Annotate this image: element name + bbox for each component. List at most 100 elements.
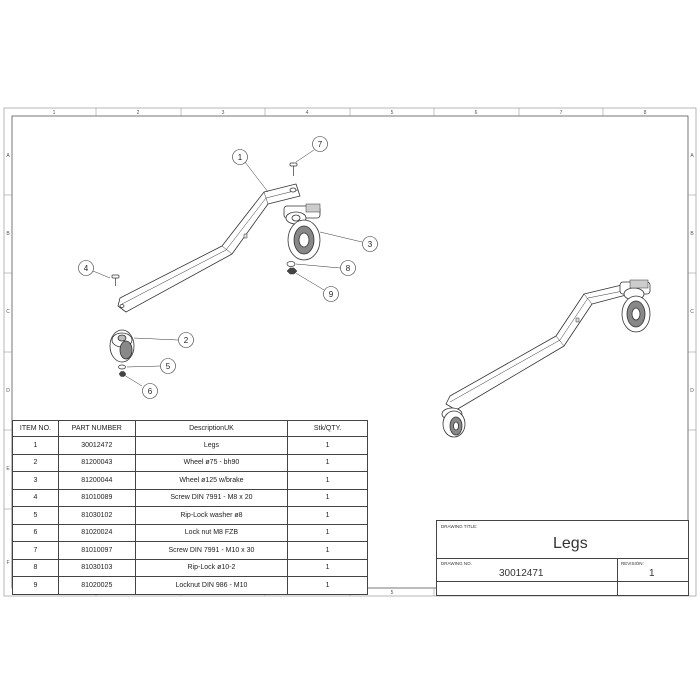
bom-cell: 30012472 [57, 436, 136, 455]
balloon-label: 3 [368, 240, 373, 249]
zone-col-label: 2 [137, 110, 140, 116]
drawing-number-label: DRAWING NO. [441, 561, 472, 566]
zone-col-label: 3 [222, 110, 225, 116]
zone-row-label: F [6, 560, 9, 566]
bom-cell: Screw DIN 7991 - M8 x 20 [134, 488, 289, 507]
zone-col-label: 1 [53, 110, 56, 116]
zone-row-label: C [690, 309, 694, 315]
leader-lines [92, 149, 363, 387]
bom-cell: 5 [12, 506, 59, 525]
bom-cell: Wheel ø125 w/brake [134, 471, 289, 490]
revision-value: 1 [649, 568, 655, 579]
washer-ripl-8 [118, 364, 126, 370]
revision-label: REVISION: [621, 561, 644, 566]
bom-cell: 81200044 [57, 471, 136, 490]
bom-cell: 1 [287, 506, 368, 525]
number-divider [437, 581, 688, 582]
zone-row-label: E [6, 466, 10, 472]
bom-cell: 1 [12, 436, 59, 455]
bom-cell: 1 [287, 488, 368, 507]
bom-cell: 1 [287, 576, 368, 595]
zone-row-label: A [690, 153, 694, 159]
bom-cell: 7 [12, 541, 59, 560]
bom-cell: Legs [134, 436, 289, 455]
zone-col-label: 5 [391, 590, 394, 596]
leg-part [117, 183, 301, 313]
screw-m10 [289, 162, 298, 176]
bom-cell: 9 [12, 576, 59, 595]
balloon-label: 1 [238, 153, 243, 162]
balloon-label: 9 [329, 290, 334, 299]
bom-cell: 81010089 [57, 488, 136, 507]
bom-header-part: PART NUMBER [57, 420, 136, 437]
zone-col-label: 5 [391, 110, 394, 116]
bom-cell: 1 [287, 471, 368, 490]
bom-cell: 81010097 [57, 541, 136, 560]
bom-cell: Rip-Lock ø10-2 [134, 558, 289, 577]
bom-cell: 8 [12, 558, 59, 577]
balloon-label: 7 [318, 140, 323, 149]
bom-header-description: DescriptionUK [134, 420, 289, 437]
bom-cell: 81020024 [57, 523, 136, 542]
zone-col-label: 7 [560, 110, 563, 116]
bom-cell: 1 [287, 523, 368, 542]
balloon-label: 4 [84, 264, 89, 273]
bom-cell: 1 [287, 558, 368, 577]
bom-header-item: ITEM NO. [12, 420, 59, 437]
assembled-small-wheel [441, 407, 466, 438]
zone-col-label: 8 [644, 110, 647, 116]
wheel-125-brake [283, 203, 321, 261]
balloon-label: 6 [148, 387, 153, 396]
bom-cell: 81030103 [57, 558, 136, 577]
zone-row-label: D [6, 388, 10, 394]
item-balloons: 1 2 3 4 5 6 7 8 9 [78, 136, 378, 399]
bom-cell: 1 [287, 453, 368, 472]
bom-cell: 6 [12, 523, 59, 542]
drawing-number: 30012471 [499, 568, 544, 579]
bom-cell: 1 [287, 541, 368, 560]
bom-cell: 2 [12, 453, 59, 472]
zone-row-label: A [6, 153, 10, 159]
drawing-title-label: DRAWING TITLE: [441, 524, 478, 529]
washer-ripl-10 [286, 261, 296, 267]
bom-cell: 3 [12, 471, 59, 490]
title-block: DRAWING TITLE: Legs DRAWING NO. 30012471… [436, 520, 689, 596]
bom-header-qty: Stk/QTY. [287, 420, 368, 437]
bom-cell: Rip-Lock washer ø8 [134, 506, 289, 525]
title-divider [437, 558, 688, 559]
bom-cell: 81020025 [57, 576, 136, 595]
bom-cell: Screw DIN 7991 - M10 x 30 [134, 541, 289, 560]
bom-cell: 81030102 [57, 506, 136, 525]
assembled-big-wheel [619, 279, 651, 333]
balloon-label: 8 [346, 264, 351, 273]
wheel-75 [109, 329, 135, 363]
bom-cell: Lock nut M8 FZB [134, 523, 289, 542]
balloon-label: 5 [166, 362, 171, 371]
revision-divider [617, 558, 618, 595]
zone-row-label: D [690, 388, 694, 394]
bom-cell: Locknut DIN 986 - M10 [134, 576, 289, 595]
drawing-title: Legs [553, 535, 588, 552]
zone-col-label: 6 [475, 110, 478, 116]
bom-cell: Wheel ø75 - bh90 [134, 453, 289, 472]
zone-col-label: 4 [306, 110, 309, 116]
assembled-leg [445, 283, 631, 411]
balloon-label: 2 [184, 336, 189, 345]
screw-m8 [111, 274, 120, 286]
bom-cell: 4 [12, 488, 59, 507]
bom-cell: 1 [287, 436, 368, 455]
zone-row-label: C [6, 309, 10, 315]
bom-header-row: ITEM NO. PART NUMBER DescriptionUK Stk/Q… [12, 420, 368, 437]
zone-row-label: B [690, 231, 694, 237]
bom-table: ITEM NO. PART NUMBER DescriptionUK Stk/Q… [12, 420, 368, 595]
